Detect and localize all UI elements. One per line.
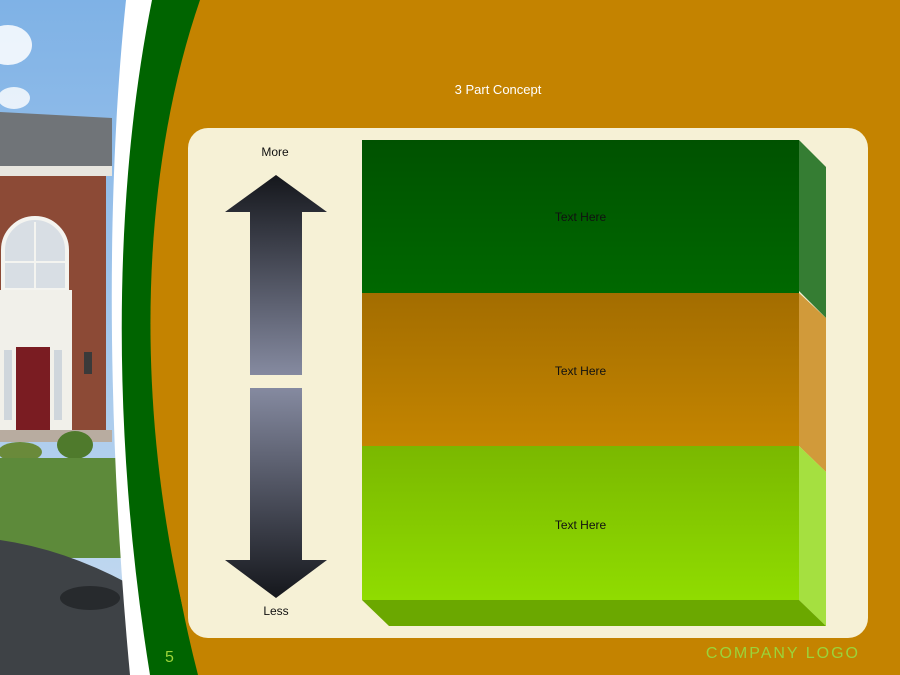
block-2-face xyxy=(362,293,799,446)
block-1-side xyxy=(799,140,826,318)
block-2-label: Text Here xyxy=(554,364,607,378)
block-1-face xyxy=(362,140,799,293)
company-logo: COMPANY LOGO xyxy=(705,645,860,662)
block-3-face xyxy=(362,446,799,600)
slide-title: 3 Part Concept xyxy=(454,82,542,97)
block-3-label: Text Here xyxy=(554,518,607,532)
house-photo xyxy=(0,0,140,675)
block-2-side xyxy=(799,293,826,472)
down-arrow xyxy=(225,388,327,598)
up-arrow xyxy=(225,175,327,375)
less-label: Less xyxy=(263,604,289,618)
page-number: 5 xyxy=(165,649,174,666)
block-3-side xyxy=(799,446,826,626)
block-3-bottom xyxy=(362,600,826,626)
more-label: More xyxy=(261,145,289,159)
block-1-label: Text Here xyxy=(554,210,607,224)
green-swoosh xyxy=(121,0,214,675)
